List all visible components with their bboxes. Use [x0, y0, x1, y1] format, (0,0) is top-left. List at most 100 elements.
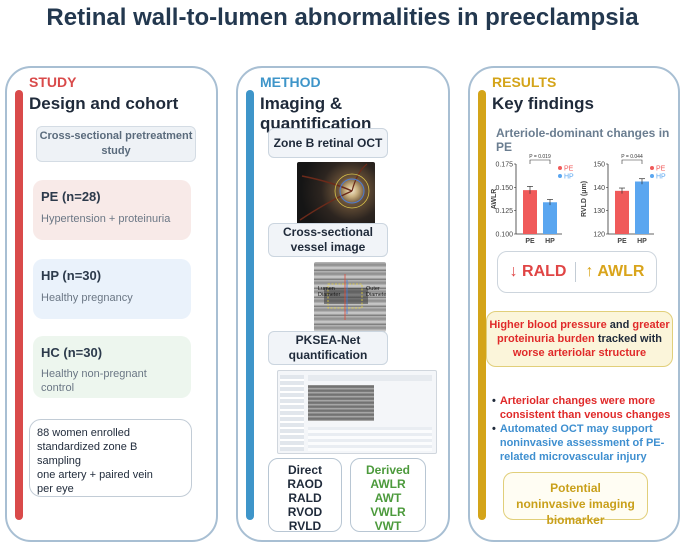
group-hc-name: HC (n=30): [41, 345, 103, 360]
software-screenshot: [277, 370, 437, 454]
legend-marker-pe: [650, 166, 654, 170]
finding-box: Higher blood pressure and greater protei…: [486, 311, 673, 367]
group-hc: HC (n=30) Healthy non-pregnant control: [33, 336, 191, 398]
study-panel: STUDY Design and cohort Cross-sectional …: [5, 66, 218, 542]
bullet-dot: •: [492, 395, 496, 407]
enrolment-line: 88 women enrolled: [37, 427, 130, 439]
legend-marker-pe: [558, 166, 562, 170]
legend-marker-hp: [558, 174, 562, 178]
study-tag: STUDY: [29, 74, 77, 90]
bullet-list: •Arteriolar changes were more consistent…: [492, 394, 676, 464]
page-title: Retinal wall-to-lumen abnormalities in p…: [46, 4, 639, 31]
enrolment-line: one artery + paired vein: [37, 469, 153, 481]
group-pe-desc: Hypertension + proteinuria: [41, 213, 171, 225]
direct-item: RALD: [288, 491, 322, 505]
fundus-vessels: [299, 163, 370, 221]
outer-label: Outer Diameter: [366, 286, 386, 298]
legend-label-pe: PE: [656, 166, 666, 173]
derived-title: Derived: [365, 463, 411, 477]
y-tick-label: 130: [593, 208, 605, 215]
method-tag: METHOD: [260, 74, 321, 90]
x-tick-label: HP: [545, 238, 555, 245]
y-tick-label: 0.125: [495, 208, 513, 215]
results-subheading: Arteriole-dominant changes in PE: [496, 126, 670, 154]
derived-item: AWT: [374, 491, 402, 505]
finding-structure: worse arteriolar structure: [512, 347, 647, 359]
x-tick-label: HP: [637, 238, 647, 245]
summary-divider: [575, 262, 577, 282]
study-accent-bar: [15, 90, 23, 520]
software-sidebar: [280, 375, 304, 451]
design-text: Cross-sectional pretreatment study: [39, 130, 193, 157]
group-hc-desc: Healthy non-pregnant control: [41, 368, 147, 394]
enrolment-line: standardized zone B: [37, 441, 138, 453]
bullet-arteriolar: Arteriolar changes were more consistent …: [499, 395, 671, 421]
software-toolbar: [308, 375, 432, 381]
y-tick-label: 0.150: [495, 185, 513, 192]
enrolment-line: sampling: [37, 455, 82, 467]
direct-title: Direct: [287, 463, 322, 477]
group-hp: HP (n=30) Healthy pregnancy: [33, 259, 191, 319]
summary-box: ↓ RALD ↑ AWLR: [497, 251, 657, 293]
group-hp-name: HP (n=30): [41, 268, 102, 283]
legend-label-hp: HP: [564, 174, 574, 181]
results-panel: RESULTS Key findings Arteriole-dominant …: [468, 66, 680, 542]
finding-proteinuria: greater proteinuria burden: [496, 319, 670, 345]
y-axis-label: RVLD (μm): [581, 181, 588, 217]
results-accent-bar: [478, 90, 486, 520]
method-panel: METHOD Imaging & quantification Zone B r…: [236, 66, 450, 542]
step-pksea-net: PKSEA-Net quantification: [268, 331, 388, 365]
group-pe-name: PE (n=28): [41, 189, 101, 204]
results-tag: RESULTS: [492, 74, 557, 90]
bullet-dot: •: [492, 423, 496, 435]
study-heading: Design and cohort: [29, 94, 179, 113]
derived-item: VWT: [374, 519, 402, 533]
derived-metrics: Derived AWLR AWT VWLR VWT: [350, 458, 426, 533]
legend-marker-hp: [650, 174, 654, 178]
significance-bracket: [621, 159, 643, 164]
y-tick-label: 120: [593, 232, 605, 239]
direct-item: RAOD: [287, 477, 323, 491]
group-hp-desc: Healthy pregnancy: [41, 292, 133, 304]
software-scan: [308, 385, 374, 421]
finding-tracked: tracked with: [594, 333, 663, 345]
design-box: Cross-sectional pretreatment study: [36, 126, 196, 162]
biomarker-box: Potential noninvasive imaging biomarker: [503, 472, 648, 527]
legend-label-hp: HP: [656, 174, 666, 181]
significance-bracket: [529, 159, 551, 164]
y-tick-label: 0.100: [495, 232, 513, 239]
y-tick-label: 0.175: [495, 162, 513, 169]
step-oct: Zone B retinal OCT: [268, 128, 388, 158]
summary-rald: ↓ RALD: [509, 263, 567, 280]
lumen-label: Lumen Diameter: [318, 286, 341, 298]
finding-bp: Higher blood pressure: [489, 319, 607, 331]
y-tick-label: 140: [593, 185, 605, 192]
cross-section-image: Lumen Diameter Outer Diameter: [314, 262, 386, 332]
bullet-oct: Automated OCT may support noninvasive as…: [499, 423, 665, 463]
enrolment-box: 88 women enrolled standardized zone B sa…: [29, 419, 192, 497]
bar-pe: [523, 190, 537, 234]
legend-label-pe: PE: [564, 166, 574, 173]
cross-section-overlay: [324, 274, 368, 320]
group-pe: PE (n=28) Hypertension + proteinuria: [33, 180, 191, 240]
summary-awlr: ↑ AWLR: [585, 263, 645, 280]
software-table: [308, 427, 432, 451]
method-accent-bar: [246, 90, 254, 520]
x-tick-label: PE: [617, 238, 627, 245]
derived-item: AWLR: [370, 477, 406, 491]
direct-item: RVLD: [288, 519, 322, 533]
finding-and: and: [606, 319, 633, 331]
y-tick-label: 150: [593, 162, 605, 169]
p-value: P = 0.019: [529, 154, 551, 160]
bar-hp: [543, 202, 557, 234]
direct-item: RVOD: [287, 505, 323, 519]
results-heading: Key findings: [492, 94, 595, 113]
enrolment-line: per eye: [37, 483, 74, 495]
x-tick-label: PE: [525, 238, 535, 245]
p-value: P = 0.044: [621, 154, 643, 160]
fundus-image: [297, 162, 375, 230]
step-vessel-image: Cross-sectional vessel image: [268, 223, 388, 257]
direct-metrics: Direct RAOD RALD RVOD RVLD: [268, 458, 342, 533]
